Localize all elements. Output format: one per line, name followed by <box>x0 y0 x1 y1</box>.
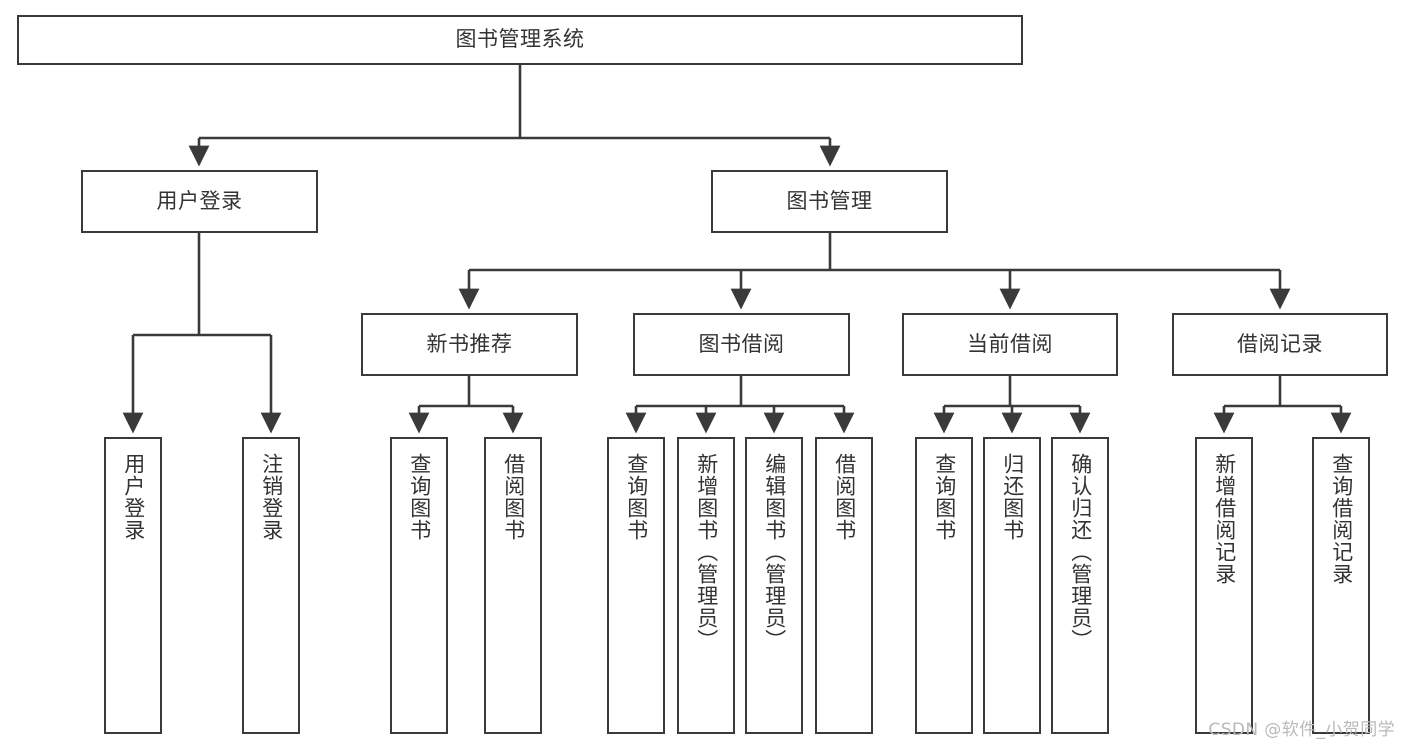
leaf-add-borrow-record[interactable]: 新增借阅记录 <box>1195 437 1253 734</box>
leaf-confirm-return-admin-label: 确认归还（管理员） <box>1068 453 1093 651</box>
leaf-query-books-current-label: 查询图书 <box>932 453 957 541</box>
leaf-return-books[interactable]: 归还图书 <box>983 437 1041 734</box>
leaf-borrow-books-label: 借阅图书 <box>832 453 857 541</box>
node-user-login-label: 用户登录 <box>156 188 243 213</box>
node-root-label: 图书管理系统 <box>455 27 585 52</box>
node-borrow-records-label: 借阅记录 <box>1237 331 1323 356</box>
leaf-edit-book-admin-label: 编辑图书（管理员） <box>762 453 787 651</box>
node-current-borrow-label: 当前借阅 <box>967 331 1053 356</box>
leaf-borrow-books[interactable]: 借阅图书 <box>815 437 873 734</box>
node-new-book-recommend[interactable]: 新书推荐 <box>361 313 578 376</box>
leaf-add-borrow-record-label: 新增借阅记录 <box>1212 453 1237 585</box>
leaf-logout[interactable]: 注销登录 <box>242 437 300 734</box>
leaf-user-login-label: 用户登录 <box>121 453 146 541</box>
leaf-query-books-recommend-label: 查询图书 <box>407 453 432 541</box>
node-book-borrow-label: 图书借阅 <box>698 331 785 356</box>
leaf-query-books-borrow-label: 查询图书 <box>624 453 649 541</box>
leaf-query-books-borrow[interactable]: 查询图书 <box>607 437 665 734</box>
leaf-query-borrow-record[interactable]: 查询借阅记录 <box>1312 437 1370 734</box>
leaf-user-login[interactable]: 用户登录 <box>104 437 162 734</box>
leaf-query-books-current[interactable]: 查询图书 <box>915 437 973 734</box>
leaf-edit-book-admin[interactable]: 编辑图书（管理员） <box>745 437 803 734</box>
leaf-add-book-admin-label: 新增图书（管理员） <box>694 453 719 651</box>
node-book-borrow[interactable]: 图书借阅 <box>633 313 850 376</box>
watermark-text: CSDN @软件_小贺同学 <box>1208 720 1395 740</box>
leaf-logout-label: 注销登录 <box>259 453 284 541</box>
leaf-query-borrow-record-label: 查询借阅记录 <box>1329 453 1354 585</box>
node-new-book-recommend-label: 新书推荐 <box>426 331 513 356</box>
leaf-confirm-return-admin[interactable]: 确认归还（管理员） <box>1051 437 1109 734</box>
node-book-management-label: 图书管理 <box>786 188 873 213</box>
leaf-borrow-books-recommend-label: 借阅图书 <box>501 453 526 541</box>
node-root[interactable]: 图书管理系统 <box>17 15 1023 65</box>
leaf-add-book-admin[interactable]: 新增图书（管理员） <box>677 437 735 734</box>
node-book-management[interactable]: 图书管理 <box>711 170 948 233</box>
node-current-borrow[interactable]: 当前借阅 <box>902 313 1118 376</box>
node-borrow-records[interactable]: 借阅记录 <box>1172 313 1388 376</box>
leaf-return-books-label: 归还图书 <box>1000 453 1025 541</box>
node-user-login[interactable]: 用户登录 <box>81 170 318 233</box>
leaf-query-books-recommend[interactable]: 查询图书 <box>390 437 448 734</box>
leaf-borrow-books-recommend[interactable]: 借阅图书 <box>484 437 542 734</box>
